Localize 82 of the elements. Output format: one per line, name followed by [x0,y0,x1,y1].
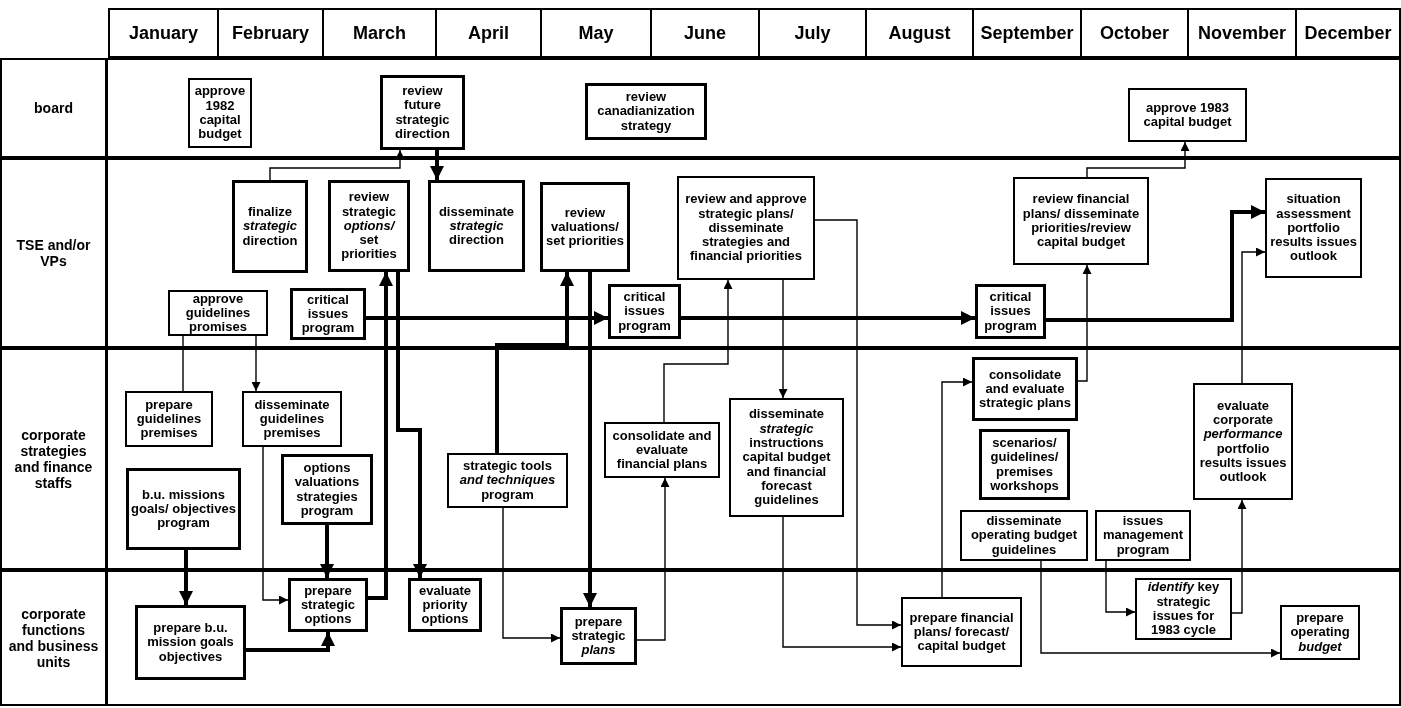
process-box: disseminate strategic instructions capital budget and financial forecast guidelines [729,398,844,517]
process-box: review future strategic direction [380,75,465,150]
arrow [814,219,902,630]
process-box: approve guidelines promises [168,290,268,336]
arrow [262,446,289,605]
arrow [1086,141,1190,178]
arrow [1046,205,1265,322]
process-box: prepare financial plans/ forecast/ capital budget [901,597,1022,667]
arrow [1241,247,1266,384]
month-header: February [217,8,324,58]
swimlane [0,158,1401,348]
arrow [1040,560,1281,658]
process-box: critical issues program [975,284,1046,339]
arrow [636,477,670,641]
process-box: disseminate operating budget guidelines [960,510,1088,561]
process-box: identify key strategic issues for 1983 cycle [1135,578,1232,640]
process-box: review valuations/ set priorities [540,182,630,272]
arrow [583,272,597,607]
lane-label: TSE and/or VPs [2,160,108,346]
arrow [368,272,393,600]
month-header: March [322,8,437,58]
process-box: review strategic options/ set priorities [328,180,410,272]
process-box: consolidate and evaluate financial plans [604,422,720,478]
connector-line [182,335,184,392]
process-box: b.u. missions goals/ objectives program [126,468,241,550]
month-header: June [650,8,760,58]
arrow [495,272,574,453]
arrow [502,507,561,643]
month-header: December [1295,8,1401,58]
arrow [782,516,902,652]
swimlane [0,58,1401,158]
process-box: disseminate guidelines premises [242,391,342,447]
month-header: July [758,8,867,58]
month-header: October [1080,8,1189,58]
process-box: options valuations strategies program [281,454,373,525]
arrow [251,335,261,392]
process-box: situation assessment portfolio results issues outlook [1265,178,1362,278]
arrow [681,311,975,325]
arrow [430,150,444,180]
arrow [269,149,405,181]
lane-label: board [2,60,108,156]
process-box: approve 1982 capital budget [188,78,252,148]
process-box: prepare operating budget [1280,605,1360,660]
month-header: April [435,8,542,58]
process-box: prepare strategic options [288,578,368,632]
month-header: January [108,8,219,58]
process-box: consolidate and evaluate strategic plans [972,357,1078,421]
arrow [246,632,335,652]
process-box: issues management program [1095,510,1191,561]
arrow [179,550,193,605]
month-header: May [540,8,652,58]
swimlane [0,348,1401,570]
process-box: evaluate corporate performance portfolio results issues outlook [1193,383,1293,500]
month-header: August [865,8,974,58]
month-header: November [1187,8,1297,58]
process-box: approve 1983 capital budget [1128,88,1247,142]
arrow [396,272,427,578]
process-box: prepare strategic plans [560,607,637,665]
process-box: critical issues program [290,288,366,340]
lane-label: corporate functions and business units [2,572,108,704]
process-box: prepare b.u. mission goals objectives [135,605,246,680]
process-box: review financial plans/ disseminate priorities/review capital budget [1013,177,1149,265]
arrow [1231,499,1247,614]
arrow [1105,560,1136,617]
month-header: September [972,8,1082,58]
arrow [941,377,973,598]
process-box: review canadianization strategy [585,83,707,140]
arrow [366,311,608,325]
process-box: review and approve strategic plans/ disseminate strategies and financial priorities [677,176,815,280]
process-box: critical issues program [608,284,681,339]
arrow [663,279,733,423]
lane-label: corporate strategies and finance staffs [2,350,108,568]
arrow [778,279,788,399]
process-box: scenarios/ guidelines/ premises workshops [979,429,1070,500]
process-box: evaluate priority options [408,578,482,632]
process-box: disseminate strategic direction [428,180,525,272]
process-box: finalize strategic direction [232,180,308,273]
swimlane [0,570,1401,706]
process-box: prepare guidelines premises [125,391,213,447]
process-box: strategic tools and techniques program [447,453,568,508]
arrow [1077,264,1092,382]
arrow [320,525,334,578]
